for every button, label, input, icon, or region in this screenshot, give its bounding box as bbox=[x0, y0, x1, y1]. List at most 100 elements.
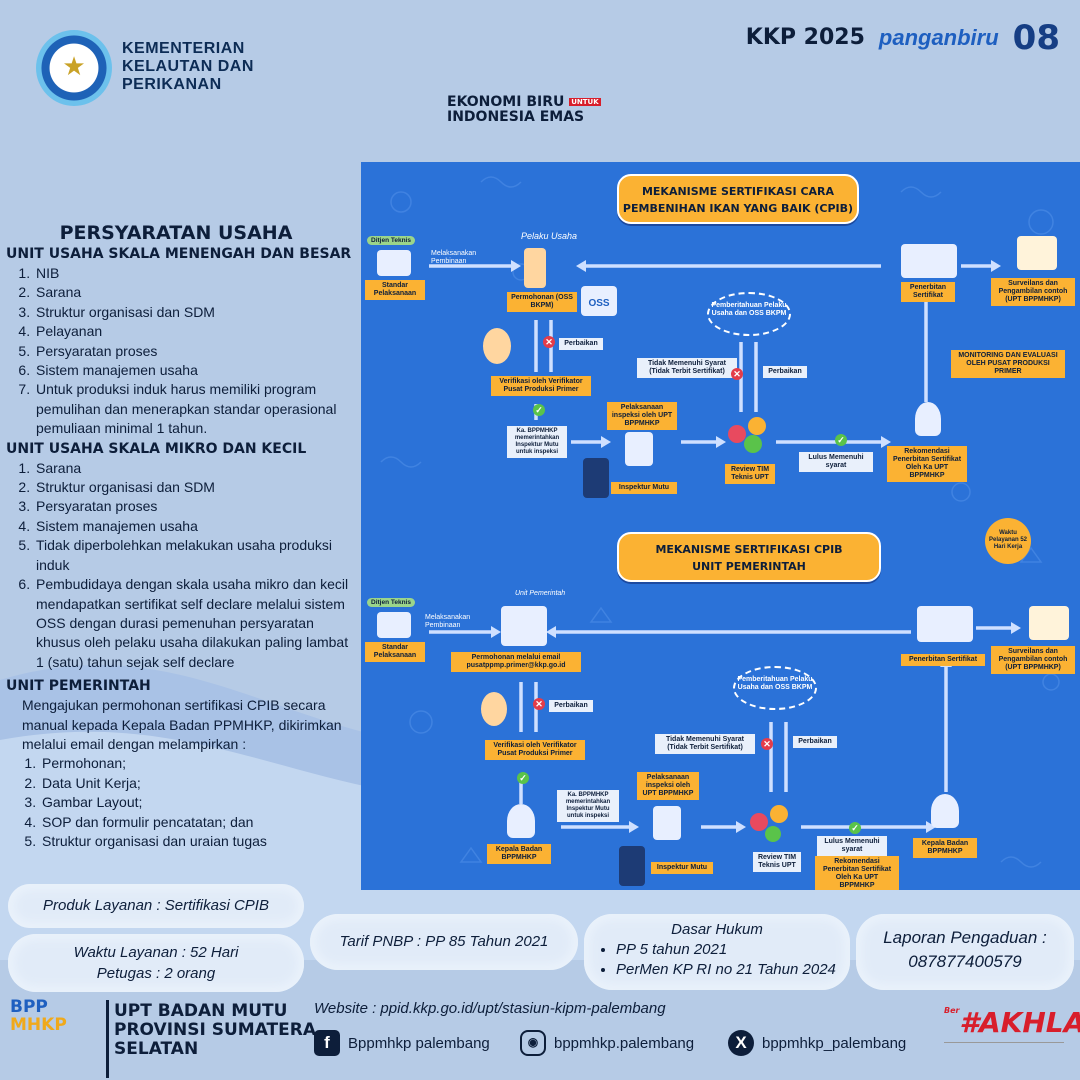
list-menengah: NIB Sarana Struktur organisasi dan SDM P… bbox=[34, 264, 356, 439]
website-link[interactable]: Website : ppid.kkp.go.id/upt/stasiun-kip… bbox=[314, 1000, 666, 1017]
surveilans-label: Surveilans dan Pengambilan contoh (UPT B… bbox=[991, 278, 1075, 306]
ditjen-badge: Ditjen Teknis bbox=[367, 236, 415, 245]
penerbitan-label: Penerbitan Sertifikat bbox=[901, 282, 955, 302]
pemberitahuan-oval: Pemberitahuan Pelaku Usaha dan OSS BKPM bbox=[733, 666, 817, 710]
reject-icon: ✕ bbox=[761, 738, 773, 750]
perbaikan-label: Perbaikan bbox=[763, 366, 807, 378]
list-mikro: Sarana Struktur organisasi dan SDM Persy… bbox=[34, 459, 356, 672]
checklist-icon bbox=[1029, 606, 1069, 640]
garuda-icon: ★ bbox=[62, 52, 86, 82]
akhlak-logo: Ber#AKHLAK bbox=[944, 1006, 1080, 1039]
surveilans-label: Surveilans dan Pengambilan contoh (UPT B… bbox=[991, 646, 1075, 674]
pelaksanaan-label: Pelaksanaan inspeksi oleh UPT BPPMHKP bbox=[607, 402, 677, 430]
list-item: Struktur organisasi dan uraian tugas bbox=[40, 832, 356, 851]
rekomendasi-label: Rekomendasi Penerbitan Sertifikat Oleh K… bbox=[815, 856, 899, 890]
ka-bppmhkp-label: Ka. BPPMHKP memerintahkan Inspektur Mutu… bbox=[557, 790, 619, 822]
review-label: Review TIM Teknis UPT bbox=[753, 852, 801, 872]
melaksanakan-label: Melaksanakan Pembinaan bbox=[431, 250, 477, 265]
x-handle: bppmhkp_palembang bbox=[762, 1034, 907, 1052]
reject-icon: ✕ bbox=[731, 368, 743, 380]
facebook-handle: Bppmhkp palembang bbox=[348, 1034, 490, 1052]
penerbitan-label: Penerbitan Sertifikat bbox=[901, 654, 985, 666]
permohonan-label: Permohonan melalui email pusatppmp.prime… bbox=[451, 652, 581, 672]
x-link[interactable]: X bppmhkp_palembang bbox=[728, 1030, 906, 1056]
zero8-logo: 08 bbox=[1012, 18, 1060, 58]
list-item: Sistem manajemen usaha bbox=[34, 361, 356, 380]
verifikasi-label: Verifikasi oleh Verifikator Pusat Produk… bbox=[485, 740, 585, 760]
approve-icon: ✓ bbox=[517, 772, 529, 784]
approve-icon: ✓ bbox=[533, 404, 545, 416]
x-icon: X bbox=[728, 1030, 754, 1056]
list-item: Untuk produksi induk harus memiliki prog… bbox=[34, 380, 356, 438]
rekomendasi-label: Rekomendasi Penerbitan Sertifikat Oleh K… bbox=[887, 446, 967, 482]
instagram-link[interactable]: ◉ bppmhkp.palembang bbox=[520, 1030, 694, 1056]
panganbiru-logo: panganbiru bbox=[878, 25, 999, 50]
verifikator-icon bbox=[483, 328, 511, 364]
produk-layanan: Produk Layanan : Sertifikasi CPIB bbox=[8, 884, 304, 928]
list-item: Sarana bbox=[34, 283, 356, 302]
page-title: PERSYARATAN USAHA bbox=[59, 222, 293, 244]
certificate-icon bbox=[901, 244, 957, 278]
chat-bubbles-icon bbox=[747, 802, 793, 842]
list-item: Persyaratan proses bbox=[34, 497, 356, 516]
inspektur-label: Inspektur Mutu bbox=[611, 482, 677, 494]
list-item: Permohonan; bbox=[40, 754, 356, 773]
unit-pemerintah-label: Unit Pemerintah bbox=[515, 590, 566, 597]
upt-name: UPT BADAN MUTU PROVINSI SUMATERA SELATAN bbox=[114, 1001, 316, 1059]
lulus-label: Lulus Memenuhi syarat bbox=[817, 836, 887, 856]
ekonomi-biru-logo: EKONOMI BIRU UNTUK INDONESIA EMAS bbox=[447, 94, 601, 125]
section-title-pemerintah: UNIT PEMERINTAH bbox=[6, 678, 151, 695]
approve-icon: ✓ bbox=[849, 822, 861, 834]
location-building-icon bbox=[507, 804, 535, 838]
list-item: Struktur organisasi dan SDM bbox=[34, 303, 356, 322]
list-item: PP 5 tahun 2021 bbox=[616, 940, 850, 960]
government-building-icon bbox=[501, 606, 547, 646]
list-item: Pelayanan bbox=[34, 322, 356, 341]
list-item: Tidak diperbolehkan melakukan usaha prod… bbox=[34, 536, 356, 575]
review-label: Review TIM Teknis UPT bbox=[725, 464, 775, 484]
tidak-memenuhi-label: Tidak Memenuhi Syarat (Tidak Terbit Sert… bbox=[637, 358, 737, 378]
clipboard-icon bbox=[625, 432, 653, 466]
inspector-icon bbox=[619, 846, 645, 886]
inspector-icon bbox=[583, 458, 609, 498]
list-item: Persyaratan proses bbox=[34, 342, 356, 361]
clipboard-icon bbox=[653, 806, 681, 840]
pelaku-usaha-label: Pelaku Usaha bbox=[521, 231, 578, 241]
checklist-icon bbox=[1017, 236, 1057, 270]
pemberitahuan-oval: Pemberitahuan Pelaku Usaha dan OSS BKPM bbox=[707, 292, 791, 336]
chat-bubbles-icon bbox=[725, 414, 771, 454]
list-item: Data Unit Kerja; bbox=[40, 774, 356, 793]
list-item: Sarana bbox=[34, 459, 356, 478]
persyaratan-usaha: PERSYARATAN USAHA UNIT USAHA SKALA MENEN… bbox=[6, 222, 356, 851]
pemerintah-description: Mengajukan permohonan sertifikasi CPIB s… bbox=[22, 697, 342, 752]
dasar-hukum: Dasar Hukum PP 5 tahun 2021 PerMen KP RI… bbox=[584, 914, 850, 990]
inspektur-label: Inspektur Mutu bbox=[651, 862, 713, 874]
location-building-icon bbox=[931, 794, 959, 828]
melaksanakan-label: Melaksanakan Pembinaan bbox=[425, 614, 471, 629]
oss-logo: OSS bbox=[581, 286, 617, 316]
divider bbox=[106, 1000, 109, 1078]
perbaikan-label: Perbaikan bbox=[559, 338, 603, 350]
reject-icon: ✕ bbox=[533, 698, 545, 710]
tidak-memenuhi-label: Tidak Memenuhi Syarat (Tidak Terbit Sert… bbox=[655, 734, 755, 754]
facebook-link[interactable]: f Bppmhkp palembang bbox=[314, 1030, 490, 1056]
instagram-icon: ◉ bbox=[520, 1030, 546, 1056]
list-item: NIB bbox=[34, 264, 356, 283]
lulus-label: Lulus Memenuhi syarat bbox=[799, 452, 873, 472]
list-item: Pembudidaya dengan skala usaha mikro dan… bbox=[34, 575, 356, 672]
bppmhkp-logo: BPP MHKP bbox=[10, 997, 67, 1035]
akhlak-underline bbox=[944, 1042, 1064, 1052]
panel-pattern bbox=[380, 176, 1060, 868]
facebook-icon: f bbox=[314, 1030, 340, 1056]
section-title-menengah: UNIT USAHA SKALA MENENGAH DAN BESAR bbox=[6, 246, 352, 262]
perbaikan-label: Perbaikan bbox=[793, 736, 837, 748]
ministry-name: KEMENTERIAN KELAUTAN DAN PERIKANAN bbox=[122, 40, 254, 93]
laporan-pengaduan: Laporan Pengaduan :087877400579 bbox=[856, 914, 1074, 990]
monitoring-label: MONITORING DAN EVALUASI OLEH PUSAT PRODU… bbox=[951, 350, 1065, 378]
permohonan-label: Permohonan (OSS BKPM) bbox=[507, 292, 577, 312]
kkp-logo: ★ bbox=[36, 30, 112, 106]
